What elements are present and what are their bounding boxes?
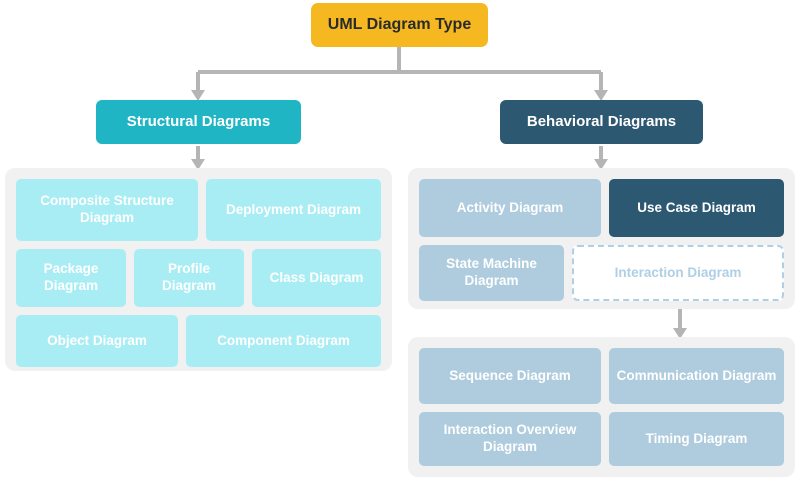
leaf-class-diagram[interactable]: Class Diagram: [252, 249, 381, 307]
leaf-use-case-diagram[interactable]: Use Case Diagram: [609, 179, 784, 237]
leaf-profile-diagram[interactable]: Profile Diagram: [134, 249, 244, 307]
leaf-deployment-diagram[interactable]: Deployment Diagram: [206, 179, 381, 241]
panel-interaction-children: Sequence Diagram Communication Diagram I…: [408, 337, 795, 477]
leaf-state-machine-diagram[interactable]: State Machine Diagram: [419, 245, 564, 301]
leaf-sequence-diagram[interactable]: Sequence Diagram: [419, 348, 601, 404]
leaf-object-diagram[interactable]: Object Diagram: [16, 315, 178, 367]
node-behavioral-diagrams[interactable]: Behavioral Diagrams: [500, 100, 703, 144]
node-structural-diagrams[interactable]: Structural Diagrams: [96, 100, 301, 144]
leaf-component-diagram[interactable]: Component Diagram: [186, 315, 381, 367]
node-uml-diagram-type[interactable]: UML Diagram Type: [311, 3, 488, 47]
leaf-communication-diagram[interactable]: Communication Diagram: [609, 348, 784, 404]
leaf-package-diagram[interactable]: Package Diagram: [16, 249, 126, 307]
panel-behavioral-children: Activity Diagram Use Case Diagram State …: [408, 168, 795, 309]
leaf-composite-structure-diagram[interactable]: Composite Structure Diagram: [16, 179, 198, 241]
leaf-activity-diagram[interactable]: Activity Diagram: [419, 179, 601, 237]
panel-structural-children: Composite Structure Diagram Deployment D…: [5, 168, 392, 371]
leaf-timing-diagram[interactable]: Timing Diagram: [609, 412, 784, 466]
leaf-interaction-diagram[interactable]: Interaction Diagram: [572, 245, 784, 301]
leaf-interaction-overview-diagram[interactable]: Interaction Overview Diagram: [419, 412, 601, 466]
